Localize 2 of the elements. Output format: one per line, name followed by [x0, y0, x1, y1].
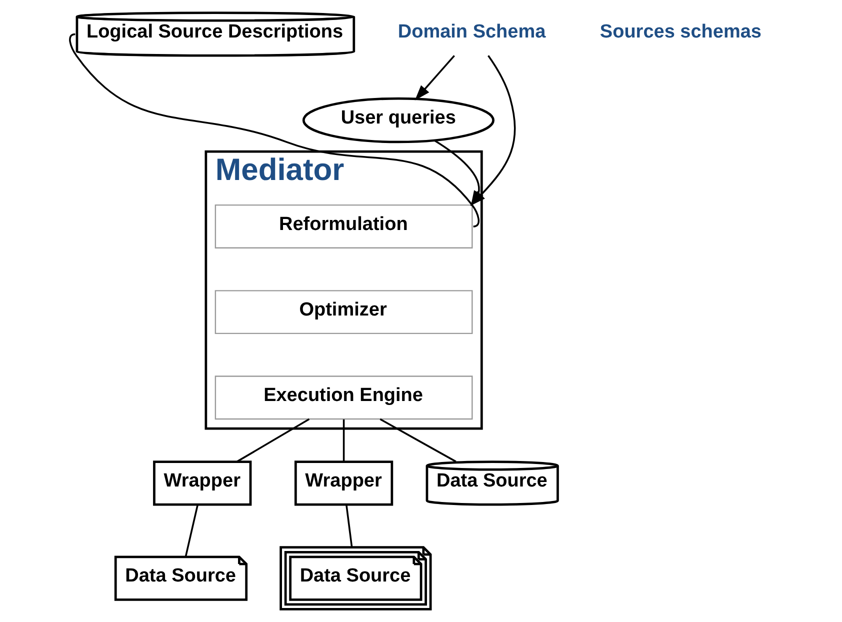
label: Sources schemas — [600, 22, 762, 43]
node-text: Domain Schema — [398, 22, 546, 43]
